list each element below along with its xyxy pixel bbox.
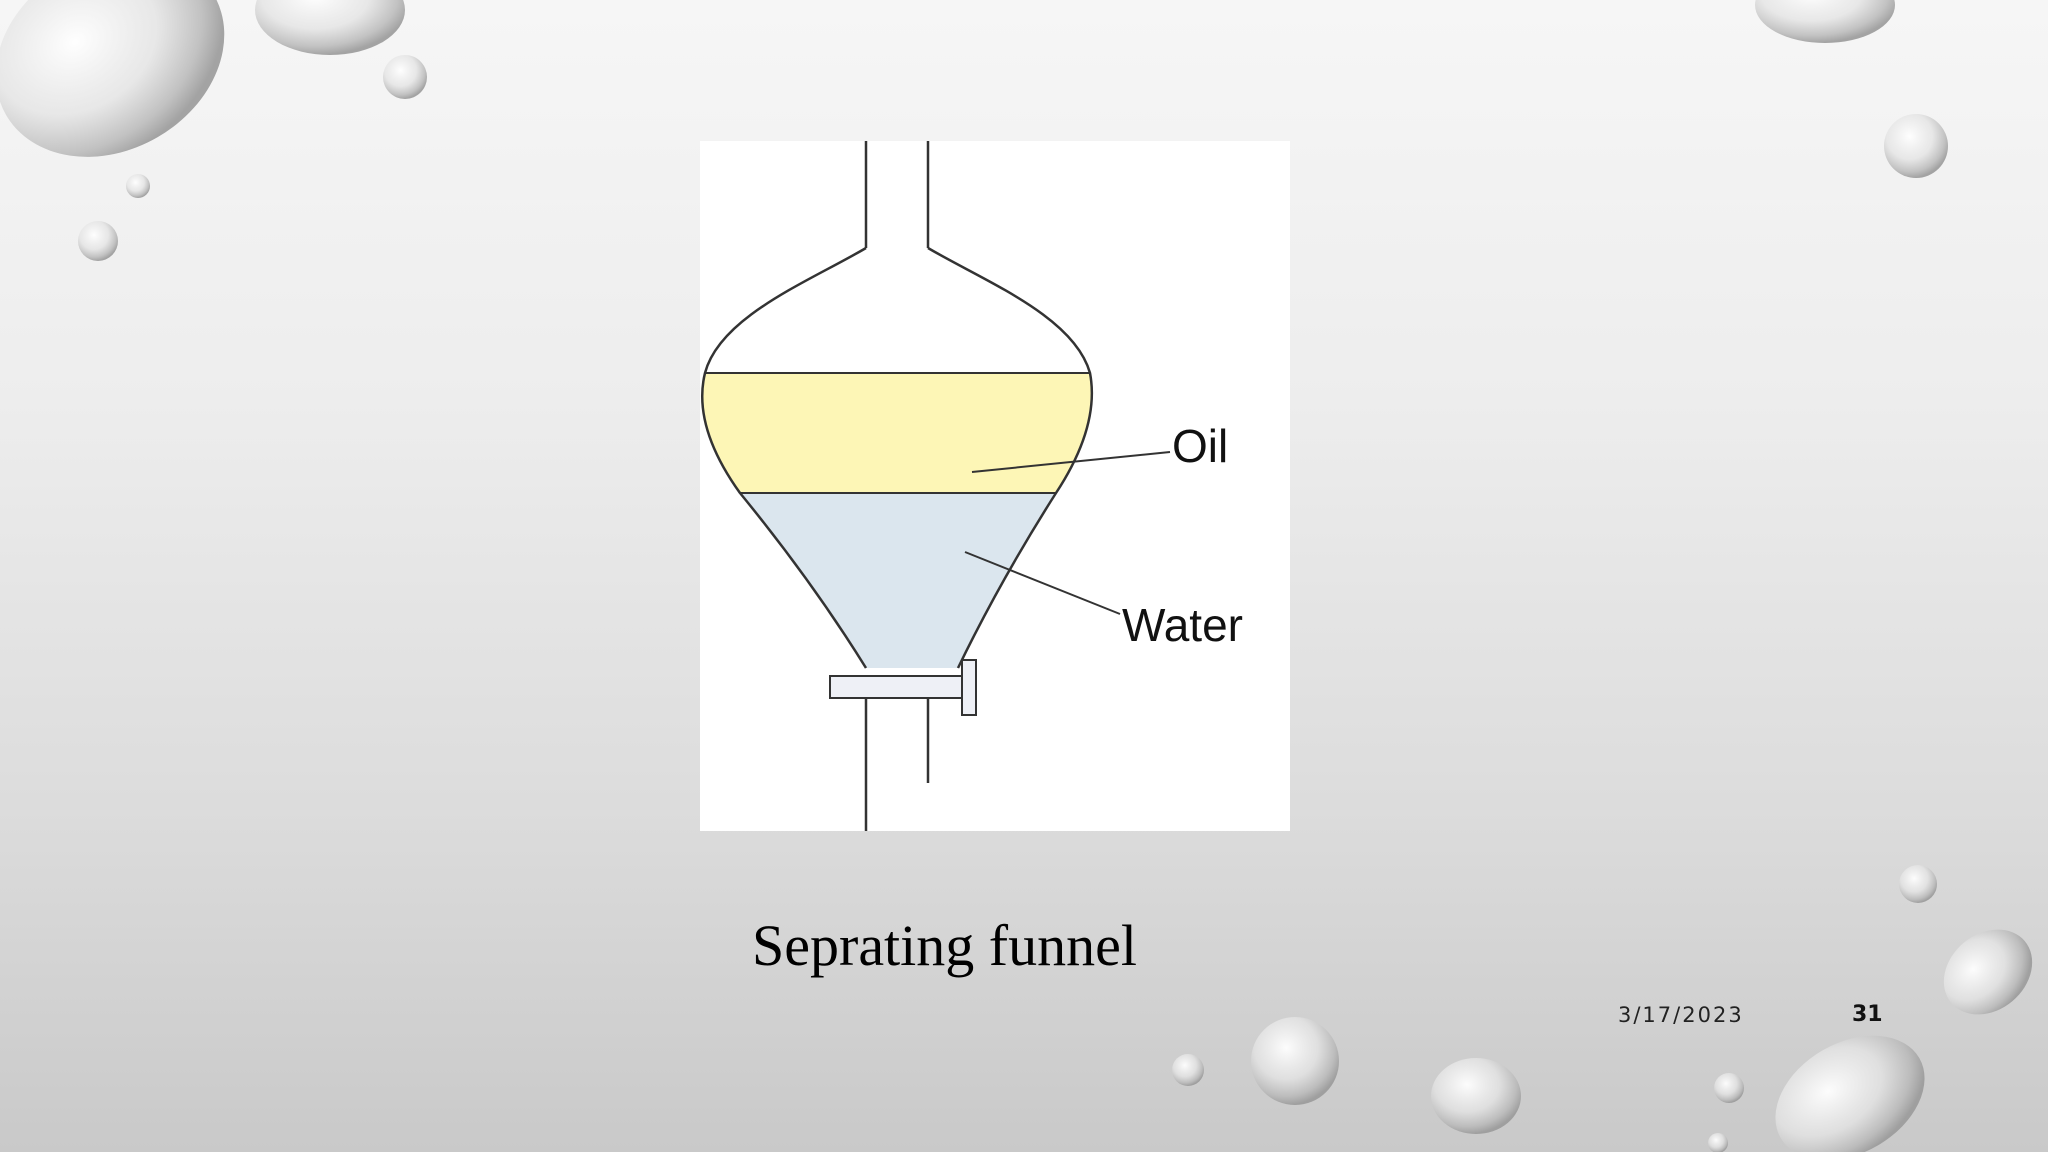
slide-caption: Seprating funnel <box>752 913 1137 978</box>
funnel-body-outline-right <box>927 246 1094 669</box>
water-leader-line <box>964 551 1121 615</box>
separating-funnel-diagram: Oil Water <box>700 141 1290 831</box>
funnel-illustration: Oil Water <box>701 141 1243 831</box>
footer-page-number: 31 <box>1852 1002 1883 1027</box>
footer-date: 3/17/2023 <box>1618 1003 1744 1027</box>
droplet-group-bottom-right <box>1172 865 2033 1152</box>
water-label: Water <box>1122 599 1243 651</box>
funnel-body-outline <box>701 246 868 669</box>
oil-label: Oil <box>1172 420 1228 472</box>
stopcock-knob <box>961 659 977 716</box>
water-layer <box>740 493 1056 668</box>
droplet-group-top-left <box>0 0 427 261</box>
droplet-group-top-right <box>1755 0 1948 178</box>
oil-leader-line <box>971 451 1171 473</box>
oil-layer <box>702 373 1092 493</box>
stopcock-handle <box>829 675 977 699</box>
